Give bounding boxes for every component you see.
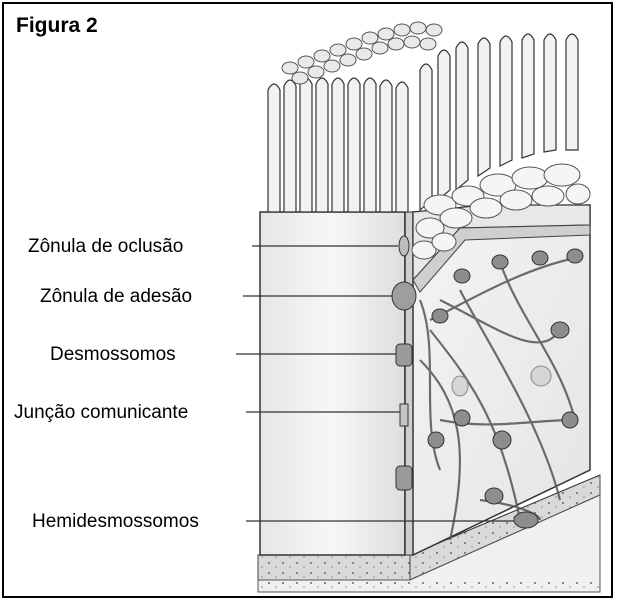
label-hemidesmossomos: Hemidesmossomos — [32, 511, 199, 533]
label-zonula-adesao: Zônula de adesão — [40, 286, 192, 308]
label-desmossomos: Desmossomos — [50, 344, 176, 366]
gap-junction — [400, 404, 408, 426]
label-zonula-oclusao: Zônula de oclusão — [28, 236, 183, 258]
microvilli-left — [268, 78, 408, 212]
label-juncao-comunicante: Junção comunicante — [14, 402, 188, 424]
adherens-junction — [392, 282, 416, 310]
figure-title: Figura 2 — [16, 14, 98, 38]
microvilli-tops — [282, 22, 442, 84]
desmosome-2 — [396, 466, 412, 490]
desmosome-1 — [396, 344, 412, 366]
tight-junction — [399, 236, 409, 256]
cell-front-left — [260, 212, 413, 555]
